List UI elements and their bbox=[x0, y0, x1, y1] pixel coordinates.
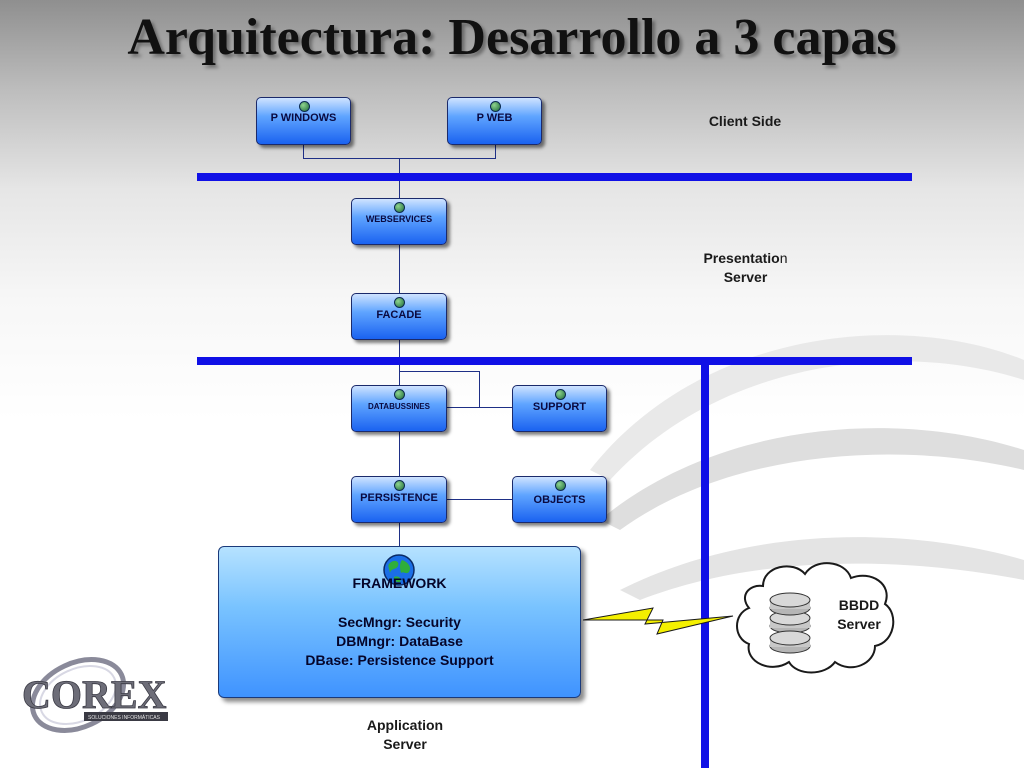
node-objects[interactable]: OBJECTS bbox=[512, 476, 607, 523]
globe-icon bbox=[298, 101, 310, 112]
wire-support-branch-h bbox=[399, 371, 480, 372]
node-label: P WEB bbox=[476, 112, 513, 124]
globe-icon bbox=[383, 554, 415, 586]
client-bus bbox=[197, 173, 912, 181]
node-label: DATABUSSINES bbox=[368, 402, 430, 411]
bbdd-server-label: BBDD Server bbox=[826, 596, 892, 634]
presentation-line2: Server bbox=[723, 269, 768, 285]
wire-support-branch-h2 bbox=[447, 407, 512, 408]
node-label: OBJECTS bbox=[533, 494, 586, 506]
framework-line: DBMngr: DataBase bbox=[336, 633, 463, 649]
node-databussines[interactable]: DATABUSSINES bbox=[351, 385, 447, 432]
application-server-label: Application Server bbox=[345, 716, 465, 754]
wire-persist-framework bbox=[399, 523, 400, 547]
wire-persist-objects bbox=[447, 499, 512, 500]
presentation-bus bbox=[197, 357, 912, 365]
bbdd-line2: Server bbox=[837, 616, 881, 632]
globe-icon bbox=[394, 389, 405, 400]
application-line2: Server bbox=[383, 736, 427, 752]
database-icon bbox=[769, 592, 811, 654]
application-line1: Application bbox=[366, 717, 444, 733]
framework-box[interactable]: FRAMEWORK SecMngr: Security DBMngr: Data… bbox=[218, 546, 581, 698]
slide-title: Arquitectura: Desarrollo a 3 capas bbox=[127, 9, 897, 66]
framework-line: SecMngr: Security bbox=[338, 614, 461, 630]
lightning-bolt bbox=[583, 607, 734, 635]
node-facade[interactable]: FACADE bbox=[351, 293, 447, 340]
globe-icon bbox=[554, 480, 566, 491]
svg-text:COREX: COREX bbox=[22, 672, 167, 717]
node-p-windows[interactable]: P WINDOWS bbox=[256, 97, 351, 145]
globe-icon bbox=[489, 101, 501, 112]
node-label: FACADE bbox=[376, 309, 422, 321]
svg-text:SOLUCIONES INFORMÁTICAS: SOLUCIONES INFORMÁTICAS bbox=[88, 714, 161, 721]
node-label: WEBSERVICES bbox=[365, 214, 433, 224]
framework-title: FRAMEWORK bbox=[352, 575, 447, 591]
wire-support-branch-v bbox=[479, 371, 480, 408]
node-label: P WINDOWS bbox=[270, 112, 337, 124]
presentation-server-label: Presentation Server bbox=[688, 249, 803, 287]
wire-db-persist bbox=[399, 432, 400, 476]
wire-ws-facade bbox=[399, 245, 400, 293]
presentation-line1: Presentatio bbox=[703, 250, 780, 266]
node-support[interactable]: SUPPORT bbox=[512, 385, 607, 432]
node-persistence[interactable]: PERSISTENCE bbox=[351, 476, 447, 523]
node-label: SUPPORT bbox=[532, 401, 587, 413]
globe-icon bbox=[394, 297, 405, 308]
framework-line: DBase: Persistence Support bbox=[305, 652, 494, 668]
globe-icon bbox=[394, 480, 405, 491]
corex-logo: COREX SOLUCIONES INFORMÁTICAS bbox=[22, 657, 168, 733]
node-label: PERSISTENCE bbox=[360, 492, 438, 504]
node-p-web[interactable]: P WEB bbox=[447, 97, 542, 145]
node-webservices[interactable]: WEBSERVICES bbox=[351, 198, 447, 245]
presentation-line1-tail: n bbox=[779, 250, 788, 266]
globe-icon bbox=[554, 389, 566, 400]
database-cloud bbox=[736, 562, 895, 674]
wire-pwindows-down bbox=[303, 145, 304, 159]
wire-pweb-down bbox=[495, 145, 496, 159]
globe-icon bbox=[394, 202, 405, 213]
application-vertical-bus bbox=[701, 365, 709, 768]
client-side-label: Client Side bbox=[708, 113, 782, 129]
bbdd-line1: BBDD bbox=[838, 597, 880, 613]
